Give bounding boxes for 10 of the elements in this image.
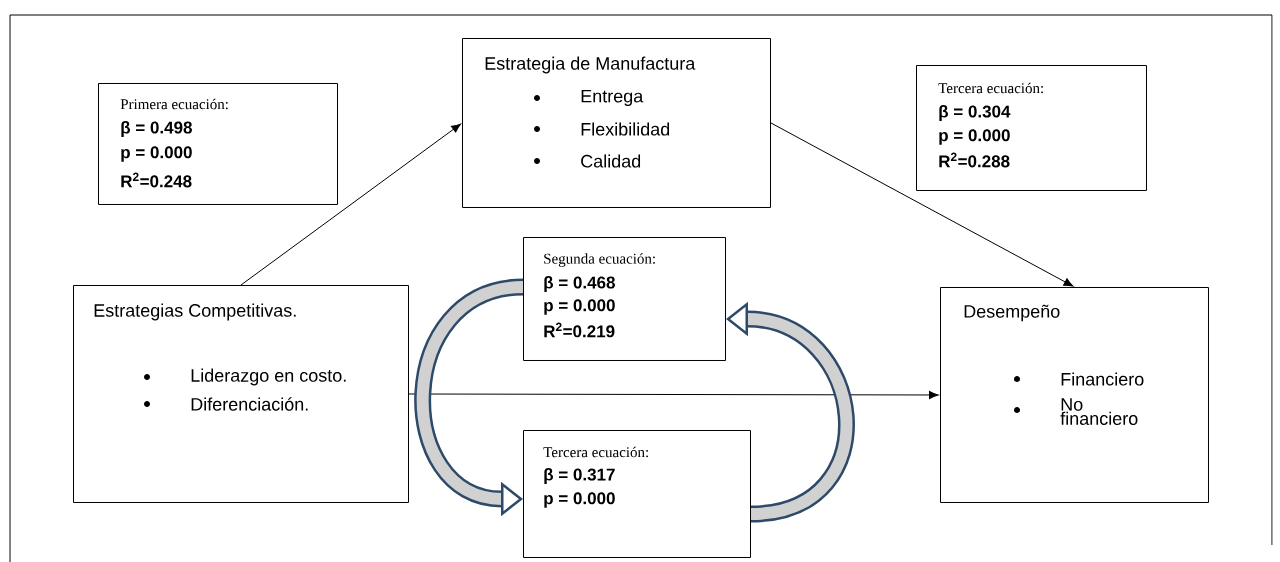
text-box: Tercera ecuación: β = 0.317 p = 0.000 bbox=[523, 430, 751, 558]
arrow bbox=[770, 122, 1074, 287]
text-box: Desempeño Financiero No financiero bbox=[940, 287, 1209, 503]
arrow bbox=[240, 123, 461, 286]
text-box: Primera ecuación: β = 0.498 p = 0.000 R$^{2}$=0.248 bbox=[98, 83, 338, 205]
text-box: Tercera ecuación: β = 0.304 p = 0.000 R$^{2}$=0.288 bbox=[916, 65, 1147, 191]
arrow bbox=[408, 390, 939, 400]
text-box: Segunda ecuación: β = 0.468 p = 0.000 R$^{2}$=0.219 bbox=[523, 237, 726, 361]
text-box: Estrategia de Manufactura Entrega Flexibilidad Calidad bbox=[462, 38, 771, 208]
text-box: Estrategias Competitivas. Liderazgo en costo. Diferenciación. bbox=[73, 285, 409, 503]
